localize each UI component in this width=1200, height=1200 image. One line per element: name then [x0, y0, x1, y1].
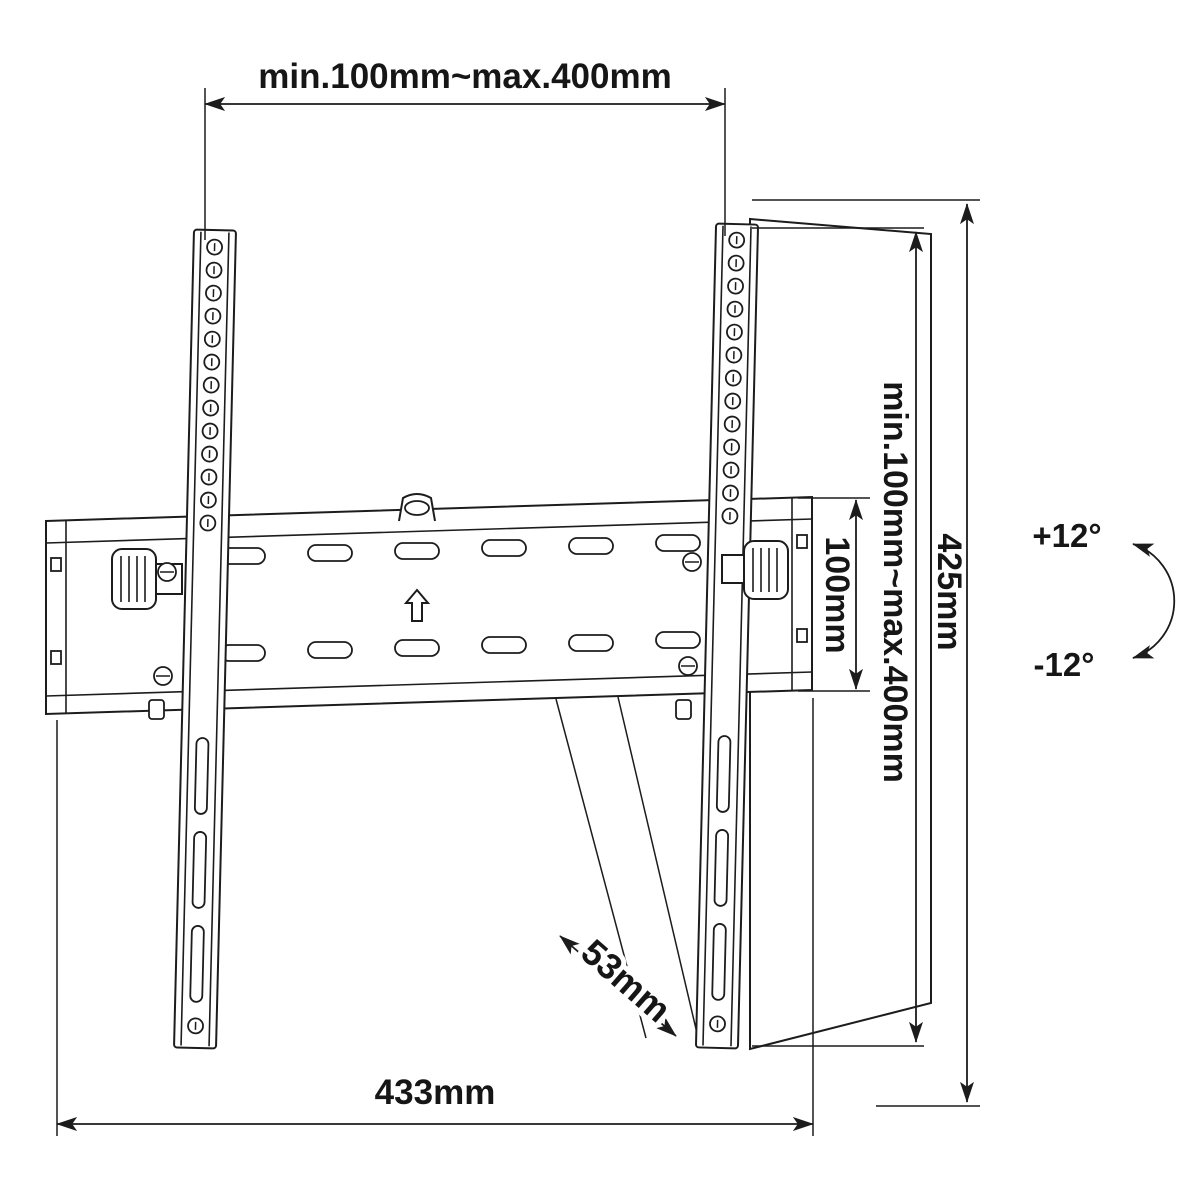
- screw-hole: [726, 277, 745, 295]
- mounting-slot: [191, 830, 208, 909]
- screw-hole: [728, 231, 746, 249]
- screw-hole: [708, 1015, 727, 1033]
- safety-latch: [675, 699, 692, 720]
- screw-hole: [722, 461, 740, 479]
- total-height-label: 425mm: [930, 533, 968, 650]
- total-width-label: 433mm: [375, 1073, 496, 1112]
- screw-hole: [186, 1017, 205, 1035]
- dim-total-width: 433mm: [56, 698, 814, 1136]
- screw-hole: [199, 491, 217, 509]
- dim-depth: 53mm: [559, 926, 684, 1037]
- tilt-down-label: -12°: [1034, 646, 1095, 683]
- screw-hole: [724, 369, 742, 387]
- end-cap-hole: [796, 628, 808, 643]
- top-width-label: min.100mm~max.400mm: [258, 57, 671, 96]
- screw-hole: [200, 445, 219, 463]
- left-rail: [173, 228, 237, 1050]
- wall-plate-slot: [568, 634, 614, 652]
- screw-hole: [724, 392, 742, 410]
- screw-hole: [721, 507, 739, 525]
- screw-hole: [727, 254, 745, 272]
- dim-total-height: 425mm: [752, 199, 980, 1107]
- end-cap-hole: [50, 557, 62, 572]
- mounting-slot: [189, 924, 205, 1003]
- screw-hole: [204, 284, 223, 302]
- wall-plate-slot: [394, 639, 440, 657]
- left-tension-knob: [111, 548, 183, 720]
- screw-hole: [205, 238, 224, 256]
- wall-plate-slot: [394, 542, 440, 560]
- up-orientation-arrow-icon: [403, 588, 431, 622]
- screw-hole: [202, 399, 220, 417]
- wall-plate-slot: [307, 544, 353, 562]
- dim-vesa-height: min.100mm~max.400mm: [752, 227, 924, 1047]
- screw-hole: [203, 353, 221, 371]
- end-cap-hole: [796, 534, 808, 549]
- wall-plate-slot: [655, 534, 701, 552]
- right-tension-knob: [675, 540, 789, 720]
- screw-hole: [201, 422, 219, 440]
- mounting-slot: [713, 828, 730, 907]
- screw-hole: [202, 376, 220, 394]
- dim-plate-height: 100mm: [798, 497, 870, 692]
- mounting-slot: [711, 922, 727, 1001]
- wall-plate-slot: [655, 631, 701, 649]
- screw-hole: [726, 300, 744, 318]
- wall-plate-slot: [568, 537, 614, 555]
- tilt-up-label: +12°: [1032, 517, 1101, 554]
- screw-hole: [205, 261, 223, 279]
- vesa-height-label: min.100mm~max.400mm: [876, 381, 914, 783]
- tilt-arc-arrow: [1132, 543, 1176, 659]
- mounting-slot: [193, 736, 210, 815]
- screw-hole: [723, 415, 741, 433]
- center-tab-hole: [404, 500, 430, 516]
- screw-hole: [725, 323, 744, 341]
- screw-hole: [203, 330, 221, 348]
- wall-plate-slot: [481, 539, 527, 557]
- tv-panel-outline: [749, 217, 932, 1051]
- depth-label: 53mm: [573, 931, 678, 1030]
- mounting-slot: [715, 734, 732, 813]
- dim-top-width: min.100mm~max.400mm: [204, 57, 726, 240]
- tilt-annotation: +12° -12°: [1032, 517, 1176, 683]
- end-cap-hole: [50, 650, 62, 665]
- right-rail: [695, 222, 759, 1050]
- plate-height-label: 100mm: [818, 536, 856, 653]
- screw-hole: [200, 468, 218, 486]
- screw-hole: [725, 346, 743, 364]
- wall-plate-slot: [307, 641, 353, 659]
- wall-plate: [45, 493, 813, 716]
- wall-plate-slot: [481, 636, 527, 654]
- screw-hole: [199, 514, 217, 532]
- screw-hole: [723, 438, 741, 456]
- screw-hole: [721, 484, 740, 502]
- screw-hole: [204, 307, 222, 325]
- wall-plate-slot: [220, 644, 266, 662]
- safety-latch: [148, 699, 165, 720]
